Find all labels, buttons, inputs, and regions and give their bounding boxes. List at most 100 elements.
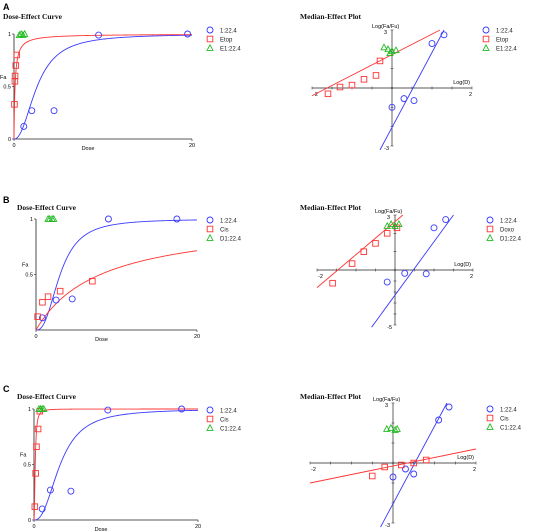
data-point-0-0-4: [184, 30, 192, 38]
data-point-2-2-3: [49, 214, 58, 222]
legend-marker-1-1: [482, 35, 490, 43]
data-point-2-1-0: [34, 313, 41, 320]
legend-label-2-1: Cis: [220, 228, 229, 234]
fit-line-5-0: [380, 402, 448, 528]
data-point-3-1-0: [329, 279, 336, 287]
data-point-4-1-1: [32, 470, 39, 477]
chart-title-4: Dose-Effect Curve: [17, 392, 77, 401]
legend-label-3-1: Doxo: [500, 228, 515, 234]
data-point-5-0-4: [445, 403, 453, 411]
y-tick-label-1-0: 3: [384, 30, 387, 36]
legend-marker-0-2: [206, 43, 214, 51]
y-tick-label-3-0: 3: [387, 215, 390, 221]
data-point-0-2-3: [20, 29, 29, 37]
data-point-3-2-1: [387, 220, 395, 228]
fit-line-1-0: [379, 29, 445, 151]
y-tick-label-4-0: 0: [28, 518, 31, 524]
x-axis-label-1: Log(D): [453, 80, 470, 86]
legend-marker-2-2: [206, 233, 214, 241]
y-axis-label-5: Log(Fa/Fu): [373, 397, 400, 403]
y-tick-label-4-2: 1: [28, 407, 31, 413]
data-point-5-1-2: [398, 461, 405, 469]
data-point-5-1-0: [369, 472, 376, 480]
data-point-0-2-2: [19, 30, 27, 38]
data-point-4-0-4: [178, 405, 186, 413]
x-tick-label-5-0: -2: [311, 467, 316, 473]
x-axis-label-4: Dose: [95, 527, 108, 531]
fit-curve-4-0: [34, 409, 199, 521]
x-tick-label-3-0: -2: [318, 274, 323, 280]
fit-curve-4-1: [33, 408, 198, 521]
data-point-3-0-1: [401, 269, 409, 277]
y-tick-label-4-1: 0.5: [23, 463, 31, 469]
data-point-2-0-0: [38, 314, 46, 322]
chart-title-0: Dose-Effect Curve: [3, 12, 63, 21]
chart-title-1: Median-Effect Plot: [300, 12, 362, 21]
data-point-1-0-1: [400, 95, 408, 103]
legend-marker-5-0: [486, 405, 494, 413]
chart-title-5: Median-Effect Plot: [300, 392, 362, 401]
panel-label-a: A: [3, 2, 10, 12]
data-point-1-0-0: [388, 103, 396, 111]
data-point-0-0-0: [20, 122, 28, 130]
y-tick-label-0-0: 0: [8, 137, 11, 143]
fit-line-3-0: [371, 214, 454, 328]
fit-curve-2-1: [35, 250, 198, 331]
legend-marker-0-0: [206, 26, 214, 34]
y-axis-label-0: Fa: [0, 75, 7, 81]
legend-marker-3-0: [486, 216, 494, 224]
data-point-1-2-3: [392, 46, 400, 54]
x-tick-label-1-0: -2: [313, 92, 318, 98]
data-point-4-1-2: [33, 443, 40, 450]
data-point-3-1-4: [383, 230, 391, 237]
data-point-5-2-2: [391, 425, 399, 433]
data-point-1-1-3: [360, 76, 368, 83]
x-tick-label-1-1: 2: [469, 92, 472, 98]
data-point-4-0-0: [38, 505, 46, 513]
data-point-0-0-2: [50, 107, 58, 115]
y-axis-label-3: Log(Fa/Fu): [375, 209, 402, 215]
legend-marker-4-1: [206, 415, 214, 423]
data-point-1-0-3: [428, 40, 436, 47]
data-point-0-2-1: [17, 29, 25, 37]
y-tick-label-3-1: -5: [387, 325, 392, 331]
x-tick-label-0-1: 20: [189, 143, 195, 149]
data-point-5-0-3: [435, 416, 443, 424]
data-point-5-0-1: [402, 465, 409, 473]
data-point-5-0-0: [389, 473, 397, 481]
y-tick-label-0-2: 1: [8, 32, 11, 38]
x-tick-label-3-1: 2: [470, 274, 473, 280]
data-point-0-1-4: [13, 51, 20, 59]
data-point-3-0-0: [383, 278, 391, 286]
legend-label-1-2: E1:22.4: [496, 47, 517, 53]
x-axis-label-0: Dose: [82, 146, 95, 152]
data-point-5-2-1: [387, 423, 395, 431]
x-tick-label-2-0: 0: [34, 334, 37, 340]
data-point-1-1-5: [376, 57, 384, 65]
fit-curve-0-0: [14, 34, 193, 140]
legend-marker-5-1: [486, 414, 494, 422]
data-point-2-0-1: [52, 296, 60, 304]
y-tick-label-5-1: -3: [385, 523, 390, 529]
legend-marker-5-2: [486, 422, 494, 430]
legend-label-3-0: 1:22.4: [500, 219, 517, 225]
data-point-5-1-1: [381, 463, 388, 471]
data-point-1-1-1: [336, 83, 344, 91]
data-point-1-1-2: [348, 81, 356, 89]
x-tick-label-4-0: 0: [32, 524, 35, 530]
data-point-4-2-3: [40, 404, 48, 412]
legend-marker-2-0: [206, 216, 214, 224]
x-axis-label-2: Dose: [95, 337, 108, 343]
legend-marker-1-0: [482, 26, 490, 34]
data-point-2-0-2: [68, 295, 76, 303]
x-axis-label-3: Log(D): [454, 262, 471, 268]
data-point-0-0-1: [28, 107, 36, 115]
legend-label-4-1: Cis: [220, 418, 229, 424]
y-tick-label-0-1: 0.5: [3, 85, 11, 91]
